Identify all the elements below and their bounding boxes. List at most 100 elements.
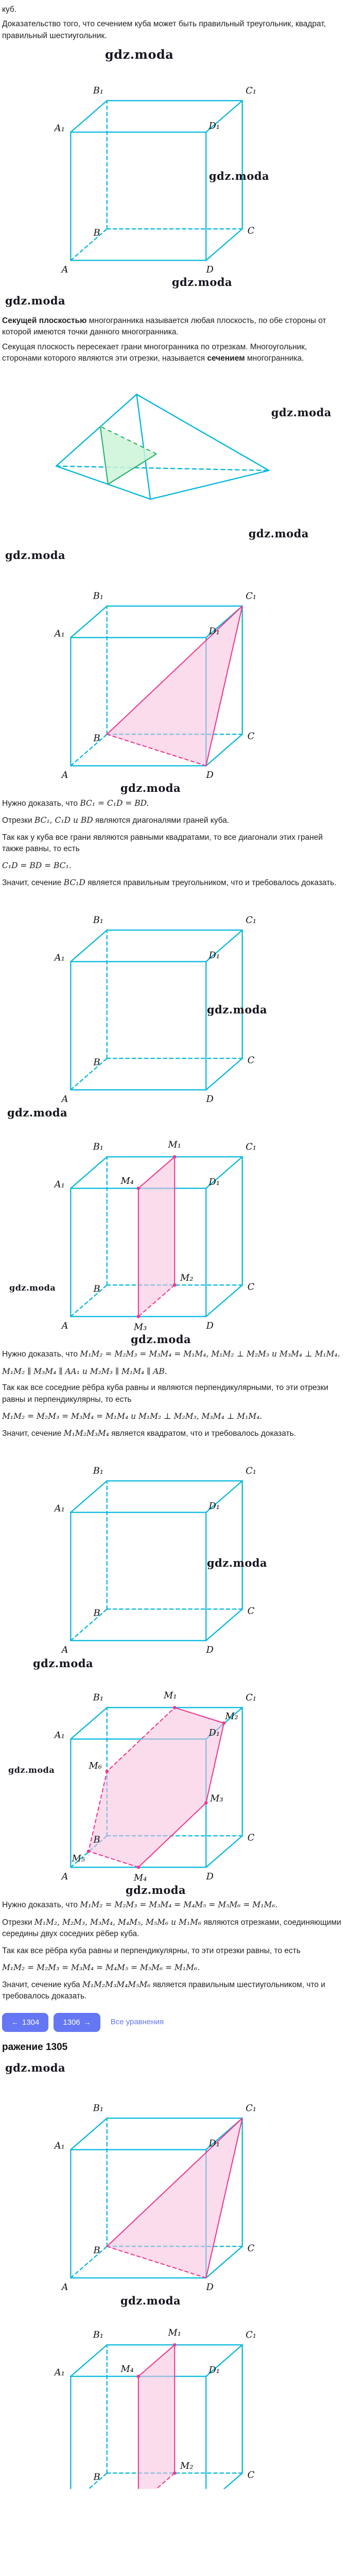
edge-A1B1 — [70, 2344, 108, 2378]
label-A1: A₁ — [54, 1730, 65, 1741]
label-C: C — [248, 2470, 255, 2481]
label-C1: C₁ — [246, 86, 256, 96]
cube-figure: A D B C A₁ D₁ B₁ C₁ — [54, 1466, 256, 1655]
cube-diagram-plain-3: gdz.moda gdz.moda A D B C A₁ D₁ B₁ C₁ — [2, 1445, 345, 1670]
edge-DC — [223, 2472, 243, 2489]
section-edge-C1D — [205, 605, 243, 766]
label-C: C — [248, 2243, 255, 2254]
cube-figure: M₁ M₂ M₃ M₄ A D B C A₁ D₁ B₁ C₁ — [54, 1140, 256, 1333]
exercise-title: ражение 1305 — [2, 2041, 68, 2053]
tetrahedron-figure — [55, 393, 270, 500]
label-A1: A₁ — [54, 628, 65, 639]
edge-apex-right — [136, 393, 270, 471]
edge-A1B1 — [70, 1480, 108, 1513]
hidden-edge-AB — [70, 1608, 108, 1641]
watermark: gdz.moda — [33, 1656, 94, 1670]
cube-vertex-labels: A D B C A₁ D₁ B₁ C₁ — [54, 915, 256, 1105]
label-M1: M₁ — [168, 2328, 181, 2338]
edge-D1C1 — [205, 100, 243, 133]
point-M4 — [136, 2375, 141, 2379]
proof-formula: M₁M₂, M₂M₃, M₃M₄, M₄M₅, M₅M₆ и M₁M₆ — [34, 1917, 202, 1927]
label-M4: M₄ — [120, 1176, 134, 1187]
proof-text: Значит, сечение куба — [2, 1980, 82, 1989]
label-C: C — [248, 1055, 255, 1066]
label-M3: M₃ — [209, 1793, 223, 1804]
hidden-edge-AB — [70, 1284, 108, 1317]
cube-vertex-labels: A D B C A₁ D₁ B₁ C₁ — [54, 590, 256, 780]
label-B1: B₁ — [93, 86, 103, 96]
prev-exercise-number: 1304 — [22, 2018, 40, 2027]
hidden-base-edge — [55, 465, 270, 471]
edge-DC — [205, 228, 243, 261]
label-C: C — [248, 731, 255, 741]
section-fill — [107, 606, 242, 766]
proof-text: Нужно доказать, что — [2, 1901, 80, 1910]
proof-text: является правильным треугольником, что и… — [85, 878, 337, 887]
watermark-row: gdz.moda — [2, 526, 345, 541]
watermark: gdz.moda — [5, 549, 66, 562]
cube-figure: A D B C A₁ D₁ B₁ C₁ — [54, 590, 256, 780]
label-A1: A₁ — [54, 2367, 65, 2378]
proof-square: Нужно доказать, что M₁M₂ = M₂M₃ = M₃M₄ =… — [2, 1348, 345, 1439]
watermark: gdz.moda — [8, 1765, 55, 1775]
intro-paragraph: Доказательство того, что сечением куба м… — [2, 20, 326, 40]
label-C: C — [248, 1606, 255, 1617]
cube-diagram-plain-2: gdz.moda gdz.moda A D B C A₁ D₁ B₁ C₁ — [2, 894, 345, 1119]
edge-DC — [205, 1608, 243, 1641]
label-M2: M₂ — [180, 2461, 193, 2471]
cube-vertex-labels: A D B C A₁ D₁ B₁ C₁ — [54, 86, 256, 275]
watermark: gdz.moda — [271, 405, 331, 419]
watermark: gdz.moda — [105, 47, 174, 62]
edge-A1B1 — [70, 605, 108, 638]
label-M4: M₄ — [120, 2364, 134, 2375]
label-D1: D₁ — [208, 1501, 220, 1512]
proof-line: Так как у куба все грани являются равным… — [2, 833, 323, 853]
front-face-edges — [70, 961, 207, 1091]
chevron-left-icon: ← — [11, 2018, 19, 2026]
proof-formula-line: M₁M₂ = M₂M₃ = M₃M₄ = M₁M₄ и M₁M₂ ⊥ M₂M₃,… — [2, 1412, 262, 1421]
watermark: gdz.moda — [120, 782, 181, 795]
hidden-edge-AB — [70, 733, 108, 767]
point-M2 — [222, 1721, 226, 1725]
section-edge-M4M1 — [137, 1156, 176, 1189]
front-face-edges — [70, 131, 207, 261]
point-M1 — [172, 2343, 177, 2347]
label-D: D — [206, 1320, 214, 1331]
edge-DC — [205, 1284, 243, 1317]
all-exercises-link[interactable]: Все уравнения — [110, 2018, 164, 2027]
next-exercise-button[interactable]: 1306→ — [54, 2012, 100, 2032]
proof-line: Значит, сечение M₁M₂M₃M₄ является квадра… — [2, 1428, 345, 1439]
cube-figure-hexagon: M₁ M₂ M₃ M₄ M₅ M₆ A D B C A₁ D₁ B₁ C₁ — [2, 1671, 345, 1894]
intro-kub-line: куб. — [2, 4, 345, 15]
section-fill — [100, 426, 157, 484]
section-triangle — [106, 605, 243, 766]
cube-figure-plain-2: A D B C A₁ D₁ B₁ C₁ — [2, 894, 345, 1116]
definition-term: Секущей плоскостью — [2, 316, 87, 325]
edge-apex-left — [55, 393, 137, 467]
section-edge-DB — [106, 733, 207, 766]
section-edge-BC1 — [106, 605, 243, 735]
cube-diagram-hexagon-section: gdz.moda gdz.moda M₁ M — [2, 1671, 345, 1896]
label-C1: C₁ — [246, 1692, 256, 1703]
prev-exercise-button[interactable]: ←1304 — [2, 2012, 49, 2032]
section-square: M₁ M₂ M₃ M₄ — [120, 2328, 193, 2489]
edge-A1B1 — [70, 1156, 108, 1190]
label-D1: D₁ — [208, 950, 220, 961]
watermark: gdz.moda — [7, 1106, 68, 1119]
edge-D1C1 — [205, 929, 243, 963]
cube-vertex-labels: A D B C A₁ D₁ B₁ C₁ — [54, 2330, 256, 2483]
front-face-edges — [70, 1512, 207, 1641]
proof-text: Нужно доказать, что — [2, 799, 80, 808]
label-A1: A₁ — [54, 2141, 65, 2151]
exercise-navigation: ←1304 1306→ Все уравнения — [2, 2012, 345, 2032]
point-M5 — [86, 1850, 91, 1853]
definition-secant-plane: Секущей плоскостью многогранника называе… — [2, 315, 345, 338]
section-hexagon: M₁ M₂ M₃ M₄ M₅ M₆ — [72, 1690, 238, 1884]
label-C1: C₁ — [246, 2103, 256, 2114]
label-C1: C₁ — [246, 2330, 256, 2341]
label-M6: M₆ — [89, 1760, 102, 1771]
cube-figure: A D B C A₁ D₁ B₁ C₁ — [54, 86, 256, 275]
edge-front-right — [150, 469, 270, 500]
proof-line: Нужно доказать, что M₁M₂ = M₂M₃ = M₃M₄ =… — [2, 1348, 345, 1360]
proof-line: Так как все рёбра куба равны и перпендик… — [2, 1946, 301, 1955]
